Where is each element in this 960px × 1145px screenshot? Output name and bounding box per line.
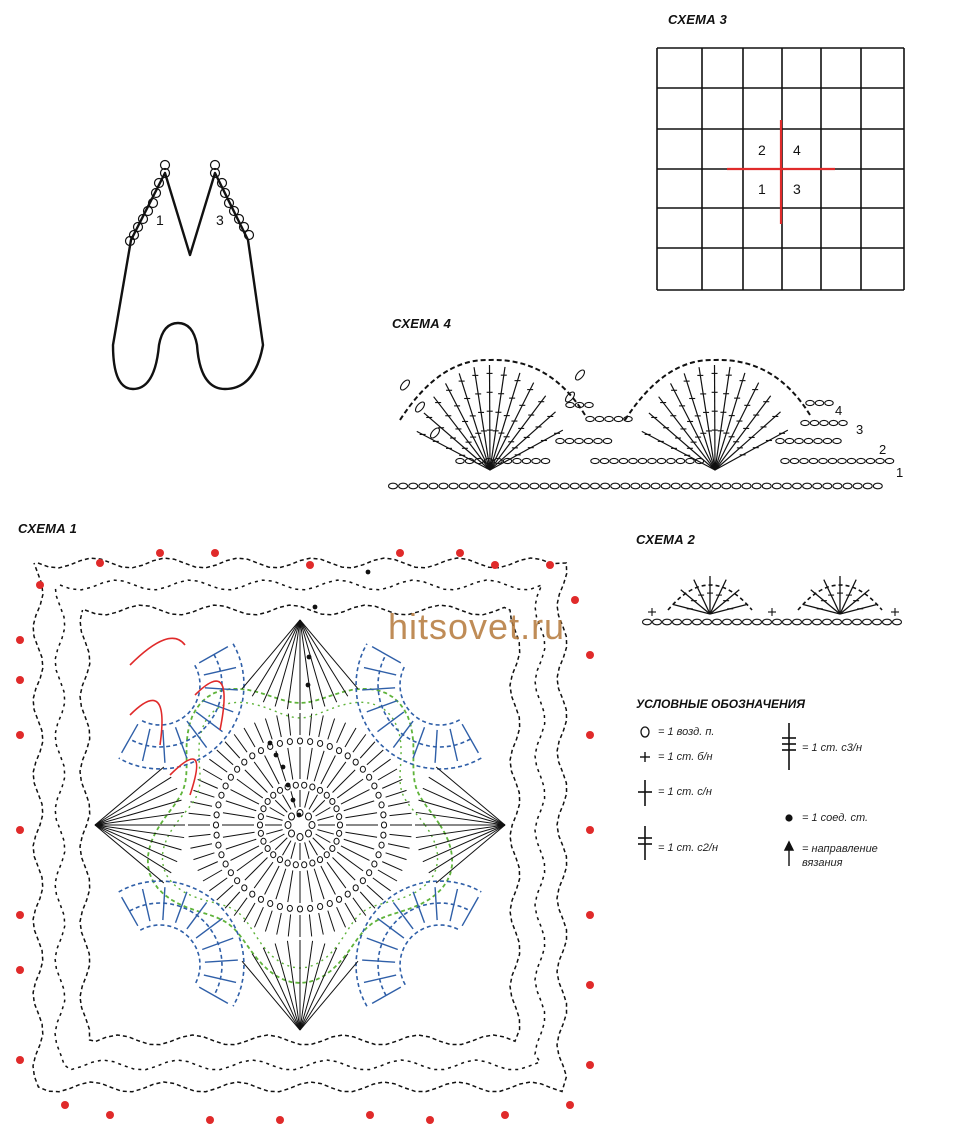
s4-row-2: 2 — [879, 442, 887, 457]
scheme-3-title: СХЕМА 3 — [668, 12, 728, 27]
legend-direction: = направление вязания — [802, 843, 878, 869]
legend-double-crochet: = 1 ст. с/н — [658, 786, 712, 798]
shape-label-3: 3 — [216, 212, 224, 228]
s4-row-3: 3 — [856, 422, 864, 437]
legend-treble-crochet: = 1 ст. с2/н — [658, 842, 719, 854]
double-treble-crochet-icon — [782, 723, 796, 770]
grid-quadrant-3: 3 — [793, 181, 801, 197]
grid-quadrant-1: 1 — [758, 181, 766, 197]
scheme-2-edging-diagram — [641, 576, 903, 626]
s4-row-1: 1 — [896, 465, 904, 480]
scheme-3-grid — [656, 47, 905, 291]
legend-title: УСЛОВНЫЕ ОБОЗНАЧЕНИЯ — [636, 697, 806, 711]
watermark-text: hitsovet.ru — [388, 606, 566, 647]
scheme-4-title: СХЕМА 4 — [392, 316, 452, 331]
single-crochet-icon — [640, 752, 650, 762]
legend-symbols — [638, 723, 796, 866]
s4-row-4: 4 — [835, 403, 843, 418]
shape-label-1: 1 — [156, 212, 164, 228]
scheme-2-title: СХЕМА 2 — [636, 532, 696, 547]
grid-quadrant-4: 4 — [793, 142, 801, 158]
legend-slip-stitch: = 1 соед. ст. — [802, 812, 869, 824]
scheme-1-title: СХЕМА 1 — [18, 521, 78, 536]
chain-stitch-icon — [640, 726, 650, 738]
garment-outline-diagram — [111, 159, 265, 391]
slip-stitch-icon — [785, 814, 793, 822]
treble-crochet-icon — [638, 826, 652, 860]
scheme-1-motif-diagram — [16, 549, 594, 1124]
legend-chain: = 1 возд. п. — [658, 726, 715, 738]
direction-arrow-icon — [783, 840, 795, 866]
double-crochet-icon — [638, 780, 652, 806]
legend-double-treble-crochet: = 1 ст. с3/н — [802, 742, 863, 754]
legend-single-crochet: = 1 ст. б/н — [658, 751, 713, 763]
scheme-4-edging-diagram — [387, 358, 895, 490]
grid-quadrant-2: 2 — [758, 142, 766, 158]
